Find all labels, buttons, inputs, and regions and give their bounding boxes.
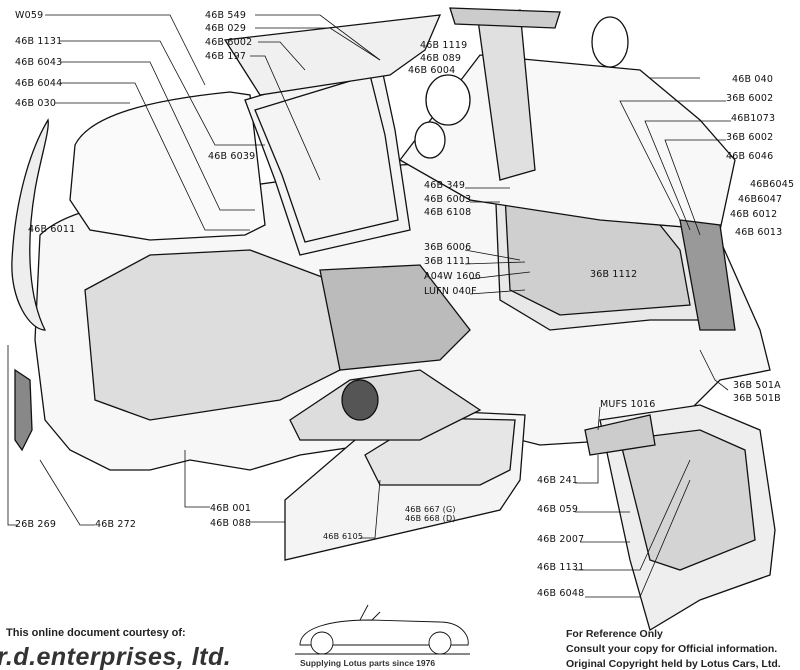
part-label: 46B 241 bbox=[537, 475, 579, 486]
part-label: 46B 6108 bbox=[424, 207, 472, 218]
part-label: 46B 6044 bbox=[15, 78, 63, 89]
part-label: 46B 6013 bbox=[735, 227, 783, 238]
part-label: 46B6045 bbox=[750, 179, 795, 190]
part-label: 46B 6046 bbox=[726, 151, 774, 162]
part-label: 46B 349 bbox=[424, 180, 466, 191]
front-hood bbox=[69, 91, 266, 241]
part-label: 46B 6012 bbox=[730, 209, 778, 220]
brand-logo-text: r.d.enterprises, ltd. bbox=[0, 643, 232, 670]
part-label: 46B 272 bbox=[95, 519, 137, 530]
part-label: 46B 6004 bbox=[408, 65, 456, 76]
part-label: 46B 089 bbox=[420, 53, 462, 64]
part-label: 46B 6039 bbox=[208, 151, 256, 162]
part-label: 46B 6105 bbox=[323, 532, 364, 541]
part-label: 46B 030 bbox=[15, 98, 57, 109]
part-label: 46B 088 bbox=[210, 518, 252, 529]
mufs-plate bbox=[584, 414, 656, 456]
copyright-notice: Original Copyright held by Lotus Cars, L… bbox=[566, 658, 781, 670]
rear-grille bbox=[679, 219, 736, 331]
part-label: 46B 001 bbox=[210, 503, 252, 514]
part-label: MUFS 1016 bbox=[600, 399, 656, 410]
part-label: 46B 2007 bbox=[537, 534, 585, 545]
front-bumper bbox=[11, 118, 49, 331]
part-label: 36B 6002 bbox=[726, 93, 774, 104]
part-label: 46B 6011 bbox=[28, 224, 76, 235]
part-label: 46B6047 bbox=[738, 194, 783, 205]
tagline: Supplying Lotus parts since 1976 bbox=[300, 658, 436, 668]
part-label: 46B 1131 bbox=[15, 36, 63, 47]
roof-panel bbox=[399, 54, 736, 231]
part-label: 46B 6002 bbox=[205, 37, 253, 48]
part-label: 46B 6003 bbox=[424, 194, 472, 205]
part-label: 46B 668 (D) bbox=[405, 514, 456, 523]
front-grille bbox=[14, 368, 33, 452]
part-label: 46B 549 bbox=[205, 10, 247, 21]
part-label: 46B 040 bbox=[732, 74, 774, 85]
part-label: LUFN 040F bbox=[424, 286, 477, 297]
part-label: 46B1073 bbox=[731, 113, 776, 124]
part-label: 46B 6048 bbox=[537, 588, 585, 599]
part-label: 36B 501B bbox=[733, 393, 781, 404]
part-label: 36B 6006 bbox=[424, 242, 472, 253]
courtesy-text: This online document courtesy of: bbox=[6, 627, 186, 639]
part-label: 36B 1112 bbox=[590, 269, 638, 280]
part-label: 26B 269 bbox=[15, 519, 57, 530]
part-label: 46B 059 bbox=[537, 504, 579, 515]
part-label: W059 bbox=[15, 10, 44, 21]
part-label: 46B 1131 bbox=[537, 562, 585, 573]
reference-notice: For Reference Only bbox=[566, 628, 663, 640]
part-label: 46B 6043 bbox=[15, 57, 63, 68]
lotus-logo-car bbox=[295, 604, 470, 655]
part-label: 46B 1119 bbox=[420, 40, 468, 51]
windscreen-top bbox=[223, 14, 442, 96]
part-label: 36B 1111 bbox=[424, 256, 472, 267]
part-label: 46B 029 bbox=[205, 23, 247, 34]
consult-notice: Consult your copy for Official informati… bbox=[566, 643, 778, 655]
part-label: 46B 667 (G) bbox=[405, 505, 456, 514]
part-label: 36B 6002 bbox=[726, 132, 774, 143]
part-label: 36B 501A bbox=[733, 380, 781, 391]
part-label: A04W 1606 bbox=[424, 271, 481, 282]
part-label: 46B 197 bbox=[205, 51, 247, 62]
